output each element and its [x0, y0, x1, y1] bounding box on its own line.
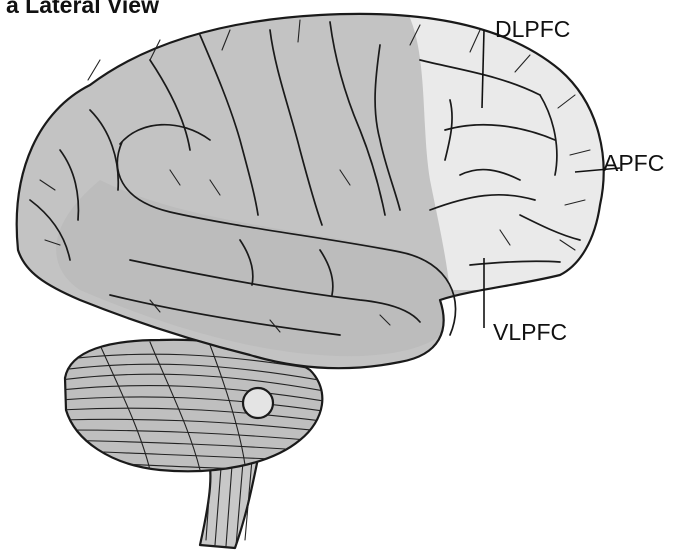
panel-title: a Lateral View	[6, 0, 159, 19]
pons-node	[243, 388, 273, 418]
cerebrum	[17, 0, 681, 368]
vlpfc-label: VLPFC	[493, 321, 567, 344]
dlpfc-label: DLPFC	[495, 18, 570, 41]
apfc-label: APFC	[603, 152, 664, 175]
